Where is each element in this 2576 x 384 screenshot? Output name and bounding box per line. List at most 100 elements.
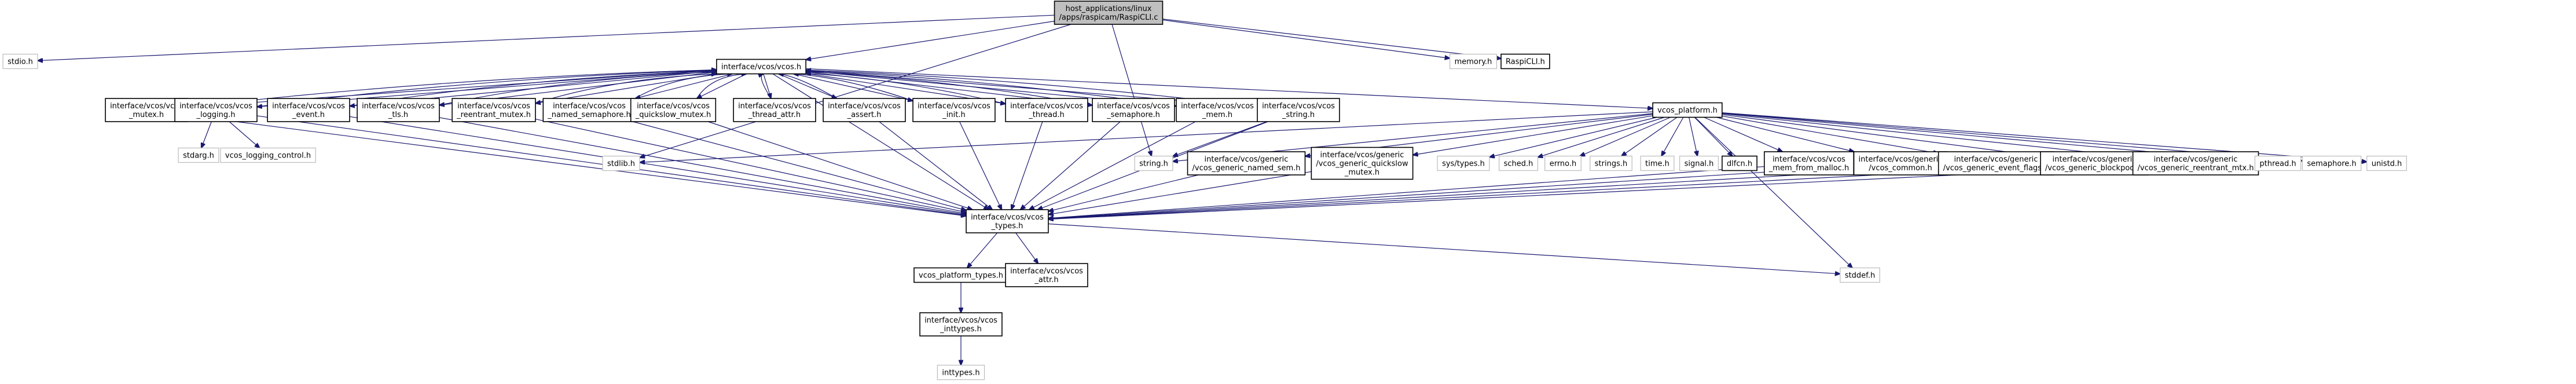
- node-generic-vcos-common-h[interactable]: interface/vcos/generic/vcos_common.h: [1853, 151, 1948, 175]
- node-label: semaphore.h: [2307, 160, 2356, 169]
- edge-vcos_assert_h-to-vcos_types_h: [879, 121, 993, 210]
- node-vcos-thread-h[interactable]: interface/vcos/vcos_thread.h: [1005, 98, 1088, 122]
- node-box: [2040, 151, 2149, 175]
- node-label: _inttypes.h: [940, 325, 982, 334]
- node-box: [1853, 151, 1948, 175]
- node-label: _mutex.h: [1344, 169, 1379, 177]
- node-label: memory.h: [1455, 58, 1492, 67]
- node-label: interface/vcos/vcos: [637, 102, 710, 111]
- node-signal-h: signal.h: [1679, 155, 1719, 171]
- node-vcos-mem-h[interactable]: interface/vcos/vcos_mem.h: [1176, 98, 1259, 122]
- edge-vcos_platform_h-to-strings_h: [1621, 117, 1678, 156]
- edge-vcos_init_h-to-vcos_types_h: [959, 121, 1002, 210]
- node-label: _tls.h: [388, 111, 408, 119]
- node-vcos-h[interactable]: interface/vcos/vcos.h: [716, 58, 806, 75]
- node-label: /vcos_common.h: [1869, 164, 1932, 173]
- node-vcos-logging-control-h: vcos_logging_control.h: [220, 147, 316, 163]
- node-vcos-string-h[interactable]: interface/vcos/vcos_string.h: [1257, 98, 1340, 122]
- node-generic-blockpool-h[interactable]: interface/vcos/generic/vcos_generic_bloc…: [2040, 151, 2149, 175]
- node-label: RaspiCLI.h: [1506, 58, 1545, 67]
- node-vcos-platform-types-h[interactable]: vcos_platform_types.h: [913, 267, 1008, 283]
- node-label: _assert.h: [847, 111, 882, 119]
- node-vcos-semaphore-h[interactable]: interface/vcos/vcos_semaphore.h: [1092, 98, 1175, 122]
- node-root[interactable]: host_applications/linux/apps/raspicam/Ra…: [1054, 1, 1164, 25]
- node-vcos-assert-h[interactable]: interface/vcos/vcos_assert.h: [823, 98, 906, 122]
- node-label: _thread.h: [1028, 111, 1064, 119]
- node-box: [105, 98, 188, 122]
- node-vcos-quickslow-mutex-h[interactable]: interface/vcos/vcos_quickslow_mutex.h: [630, 98, 717, 122]
- node-vcos-named-semaphore-h[interactable]: interface/vcos/vcos_named_semaphore.h: [542, 98, 636, 122]
- edge-generic_named_sem_h-to-vcos_types_h: [1048, 174, 1199, 211]
- node-label: errno.h: [1550, 160, 1577, 169]
- node-label: interface/vcos/vcos: [179, 102, 252, 111]
- node-stdlib-h: stdlib.h: [602, 155, 640, 171]
- node-label: interface/vcos/vcos: [110, 102, 183, 111]
- edge-vcos_platform_h-to-generic_reentrant_mtx_h: [1722, 113, 2133, 156]
- node-label: pthread.h: [2259, 160, 2296, 169]
- edge-vcos_mutex_h-to-vcos_h: [187, 70, 717, 108]
- node-label: interface/vcos/generic: [2053, 155, 2137, 164]
- node-vcos-thread-attr-h[interactable]: interface/vcos/vcos_thread_attr.h: [733, 98, 816, 122]
- node-label: signal.h: [1685, 160, 1714, 169]
- node-vcos-inttypes-h[interactable]: interface/vcos/vcos_inttypes.h: [919, 312, 1003, 337]
- node-label: _mem.h: [1202, 111, 1232, 119]
- node-vcos-platform-h[interactable]: vcos_platform.h: [1652, 102, 1723, 118]
- node-label: interface/vcos/vcos: [924, 316, 997, 325]
- node-box: [1640, 155, 1675, 171]
- node-box: [733, 98, 816, 122]
- node-vcos-reentrant-mutex-h[interactable]: interface/vcos/vcos_reentrant_mutex.h: [452, 98, 536, 122]
- edge-generic_quickslow_mutex_h-to-vcos_types_h: [1048, 171, 1312, 214]
- node-box: [2302, 155, 2362, 171]
- edge-vcos_logging_h-to-stdarg_h: [201, 121, 212, 148]
- node-strings-h: strings.h: [1590, 155, 1632, 171]
- node-box: [1005, 98, 1088, 122]
- node-vcos-types-h[interactable]: interface/vcos/vcos_types.h: [966, 209, 1049, 233]
- node-label: interface/vcos/vcos: [828, 102, 901, 111]
- node-label: interface/vcos/vcos: [1010, 267, 1083, 276]
- node-vcos-mem-from-malloc-h[interactable]: interface/vcos/vcos_mem_from_malloc.h: [1763, 151, 1855, 175]
- node-time-h: time.h: [1640, 155, 1675, 171]
- node-string-h: string.h: [1134, 155, 1173, 171]
- node-box: [174, 98, 258, 122]
- edge-vcos_platform_h-to-unistd_h: [1722, 112, 2367, 162]
- node-raspicli-h[interactable]: RaspiCLI.h: [1500, 53, 1550, 70]
- edge-root-to-vcos_h: [806, 20, 1055, 60]
- node-semaphore-h: semaphore.h: [2302, 155, 2362, 171]
- edge-generic_vcos_common_h-to-vcos_types_h: [1048, 166, 1854, 218]
- node-label: interface/vcos/vcos: [272, 102, 345, 111]
- node-label: interface/vcos/generic: [1320, 151, 1404, 160]
- node-generic-named-sem-h[interactable]: interface/vcos/generic/vcos_generic_name…: [1187, 151, 1306, 175]
- edge-vcos_quickslow_mutex_h-to-vcos_h: [696, 74, 747, 99]
- edge-vcos_quickslow_mutex_h-to-vcos_types_h: [707, 121, 973, 210]
- node-vcos-event-h[interactable]: interface/vcos/vcos_event.h: [267, 98, 350, 122]
- node-vcos-logging-h[interactable]: interface/vcos/vcos_logging.h: [174, 98, 258, 122]
- node-vcos-attr-h[interactable]: interface/vcos/vcos_attr.h: [1005, 263, 1088, 287]
- edge-vcos_h-to-vcos_platform_h: [806, 68, 1653, 109]
- node-label: _init.h: [942, 111, 965, 119]
- edge-vcos_types_h-to-vcos_attr_h: [1015, 232, 1039, 264]
- node-vcos-tls-h[interactable]: interface/vcos/vcos_tls.h: [357, 98, 440, 122]
- node-box: [1449, 53, 1498, 70]
- edge-vcos_logging_h-to-vcos_logging_control_h: [229, 121, 260, 148]
- node-generic-reentrant-mtx-h[interactable]: interface/vcos/generic/vcos_generic_reen…: [2132, 151, 2259, 175]
- edge-vcos_platform_h-to-generic_blockpool_h: [1722, 114, 2041, 156]
- node-label: stddef.h: [1845, 272, 1875, 280]
- node-label: interface/vcos/generic: [1954, 155, 2038, 164]
- node-box: [912, 98, 996, 122]
- edge-vcos_mutex_h-to-vcos_types_h: [187, 115, 966, 216]
- edge-root-to-stdio_h: [38, 14, 1055, 60]
- node-vcos-init-h[interactable]: interface/vcos/vcos_init.h: [912, 98, 996, 122]
- edge-vcos_h-to-vcos_named_semaphore_h: [635, 73, 733, 99]
- node-label: _quickslow_mutex.h: [635, 111, 711, 119]
- node-generic-quickslow-mutex-h[interactable]: interface/vcos/generic/vcos_generic_quic…: [1311, 147, 1414, 180]
- node-vcos-mutex-h[interactable]: interface/vcos/vcos_mutex.h: [105, 98, 188, 122]
- node-generic-event-flags-h[interactable]: interface/vcos/generic/vcos_generic_even…: [1937, 151, 2054, 175]
- edge-vcos_platform_h-to-generic_vcos_common_h: [1716, 116, 1854, 152]
- node-dlfcn-h[interactable]: dlfcn.h: [1722, 155, 1757, 171]
- node-label: _thread_attr.h: [748, 111, 801, 119]
- node-label: strings.h: [1595, 160, 1627, 169]
- node-label: stdio.h: [8, 58, 33, 67]
- node-box: [1054, 1, 1164, 25]
- node-box: [1176, 98, 1259, 122]
- node-box: [220, 147, 316, 163]
